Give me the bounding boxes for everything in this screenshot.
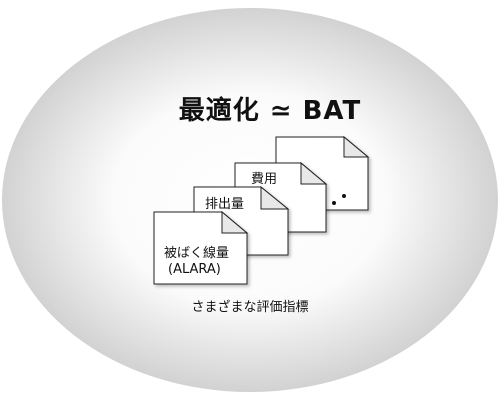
card-exposure-label: 被ばく線量 bbox=[164, 246, 230, 261]
card-cost-label: 費用 bbox=[251, 172, 278, 187]
card-exposure-sublabel: (ALARA) bbox=[168, 262, 221, 277]
diagram-title: 最適化 ≃ BAT bbox=[178, 96, 362, 126]
card-emissions-label: 排出量 bbox=[205, 197, 245, 212]
ellipsis-dot bbox=[332, 201, 336, 205]
card-exposure bbox=[153, 210, 249, 285]
ellipsis-dot bbox=[342, 194, 346, 198]
footer-caption: さまざまな評価指標 bbox=[191, 300, 309, 315]
